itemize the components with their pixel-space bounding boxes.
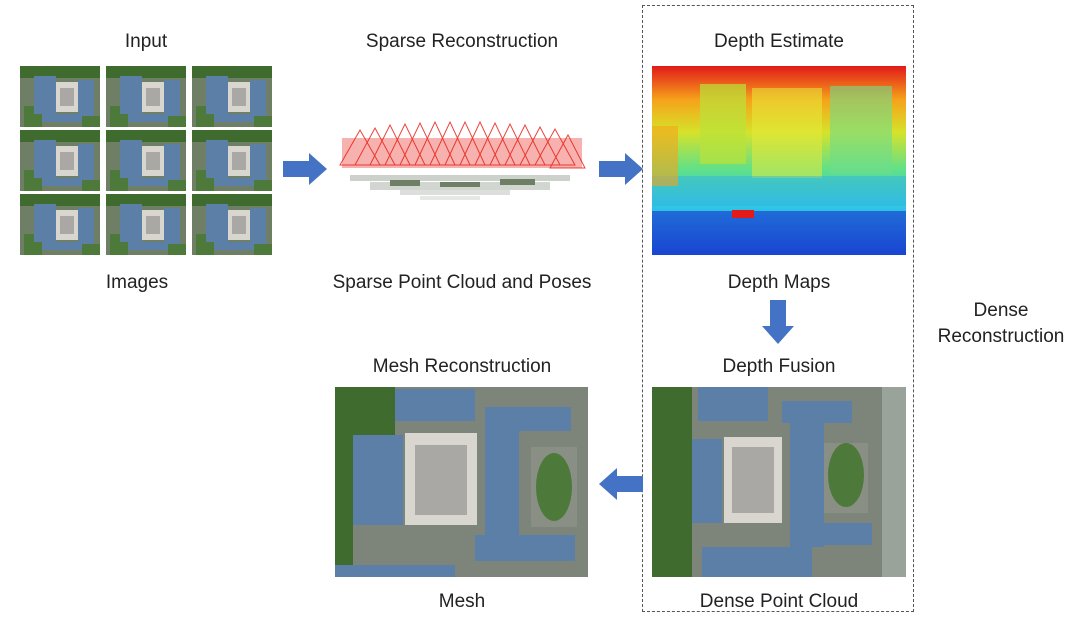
dense-point-cloud-caption: Dense Point Cloud bbox=[699, 591, 859, 612]
depth-maps-caption: Depth Maps bbox=[727, 272, 831, 293]
input-image-grid bbox=[20, 66, 272, 256]
sparse-reconstruction-title: Sparse Reconstruction bbox=[365, 31, 559, 52]
input-image-2 bbox=[106, 66, 186, 127]
depth-estimate-title: Depth Estimate bbox=[714, 31, 844, 52]
sparse-point-cloud-caption: Sparse Point Cloud and Poses bbox=[332, 272, 592, 293]
dense-point-cloud-image bbox=[652, 387, 906, 577]
input-image-9 bbox=[192, 194, 272, 255]
dense-reconstruction-group-border bbox=[642, 5, 914, 612]
input-title: Input bbox=[124, 31, 168, 52]
arrow-left-icon bbox=[599, 468, 643, 500]
input-image-7 bbox=[20, 194, 100, 255]
arrow-down-icon bbox=[762, 300, 794, 344]
dense-reconstruction-label-line1: Dense bbox=[973, 300, 1029, 321]
input-image-4 bbox=[20, 130, 100, 191]
input-image-8 bbox=[106, 194, 186, 255]
mesh-reconstruction-title: Mesh Reconstruction bbox=[372, 356, 552, 377]
arrow-right-icon bbox=[283, 153, 327, 185]
input-image-6 bbox=[192, 130, 272, 191]
mesh-caption: Mesh bbox=[438, 591, 486, 612]
images-caption: Images bbox=[105, 272, 169, 293]
dense-reconstruction-label: Dense Reconstruction bbox=[938, 298, 1065, 350]
depth-map-image bbox=[652, 66, 906, 255]
input-image-1 bbox=[20, 66, 100, 127]
sparse-point-cloud-image bbox=[330, 110, 590, 240]
arrow-right-icon bbox=[599, 153, 643, 185]
input-image-5 bbox=[106, 130, 186, 191]
depth-fusion-title: Depth Fusion bbox=[722, 356, 836, 377]
input-image-3 bbox=[192, 66, 272, 127]
mesh-image bbox=[335, 387, 588, 577]
dense-reconstruction-label-line2: Reconstruction bbox=[937, 326, 1065, 347]
